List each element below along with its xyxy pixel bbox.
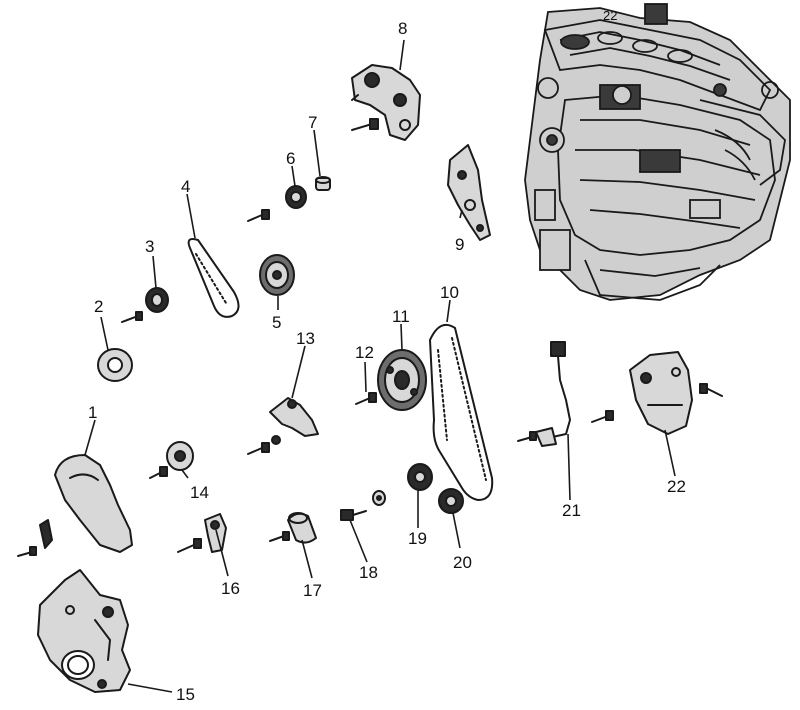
callout-13: 13 <box>296 329 315 348</box>
leader-lines <box>84 39 676 693</box>
callout-2: 2 <box>94 297 103 316</box>
callout-8: 8 <box>398 19 407 38</box>
engine-tag-label: 22 <box>603 8 617 23</box>
part-13-tensioner-bracket <box>247 397 319 455</box>
part-8-engine-mount-bracket <box>351 64 421 141</box>
part-11-camshaft-sprocket <box>377 349 427 411</box>
part-12-sprocket-bolt <box>355 392 377 405</box>
engine-block-illustration: 22 <box>524 3 791 301</box>
part-5-balancer-sprocket <box>259 254 295 296</box>
part-14-tensioner-pulley <box>149 441 194 479</box>
part-22-engine-mount <box>591 351 723 435</box>
callout-22: 22 <box>667 477 686 496</box>
callout-9: 9 <box>455 235 464 254</box>
part-16-tensioner-arm <box>177 513 227 553</box>
part-21-crank-position-sensor <box>517 341 571 447</box>
part-1-upper-timing-cover <box>17 454 133 557</box>
callout-12: 12 <box>355 343 374 362</box>
callout-20: 20 <box>453 553 472 572</box>
callout-10: 10 <box>440 283 459 302</box>
part-6-idler-pulley <box>285 185 307 209</box>
callout-1: 1 <box>88 403 97 422</box>
part-19-crankshaft-sprocket <box>407 463 433 491</box>
callout-11: 11 <box>392 307 410 326</box>
callout-15: 15 <box>176 685 195 704</box>
callout-14: 14 <box>190 483 209 502</box>
part-18-bolt <box>340 490 386 521</box>
callout-6: 6 <box>286 149 295 168</box>
part-3-crank-sprocket-small <box>145 287 169 313</box>
part-7-spacer <box>315 176 331 191</box>
callout-7: 7 <box>308 113 317 132</box>
callout-19: 19 <box>408 529 427 548</box>
callout-4: 4 <box>181 177 190 196</box>
part-15-lower-timing-cover <box>37 569 131 693</box>
callout-21: 21 <box>562 501 581 520</box>
callout-17: 17 <box>303 581 322 600</box>
part-10-timing-belt <box>429 324 494 501</box>
part-17-idler-roller <box>269 512 317 544</box>
bolt-near-part-6 <box>247 209 270 222</box>
callout-18: 18 <box>359 563 378 582</box>
part-9-rear-timing-cover <box>447 144 491 241</box>
callout-16: 16 <box>221 579 240 598</box>
callout-5: 5 <box>272 313 281 332</box>
callout-3: 3 <box>145 237 154 256</box>
part-20-idler-pulley <box>438 488 464 514</box>
part-2-flange <box>97 311 143 382</box>
part-4-balancer-belt <box>187 238 240 318</box>
